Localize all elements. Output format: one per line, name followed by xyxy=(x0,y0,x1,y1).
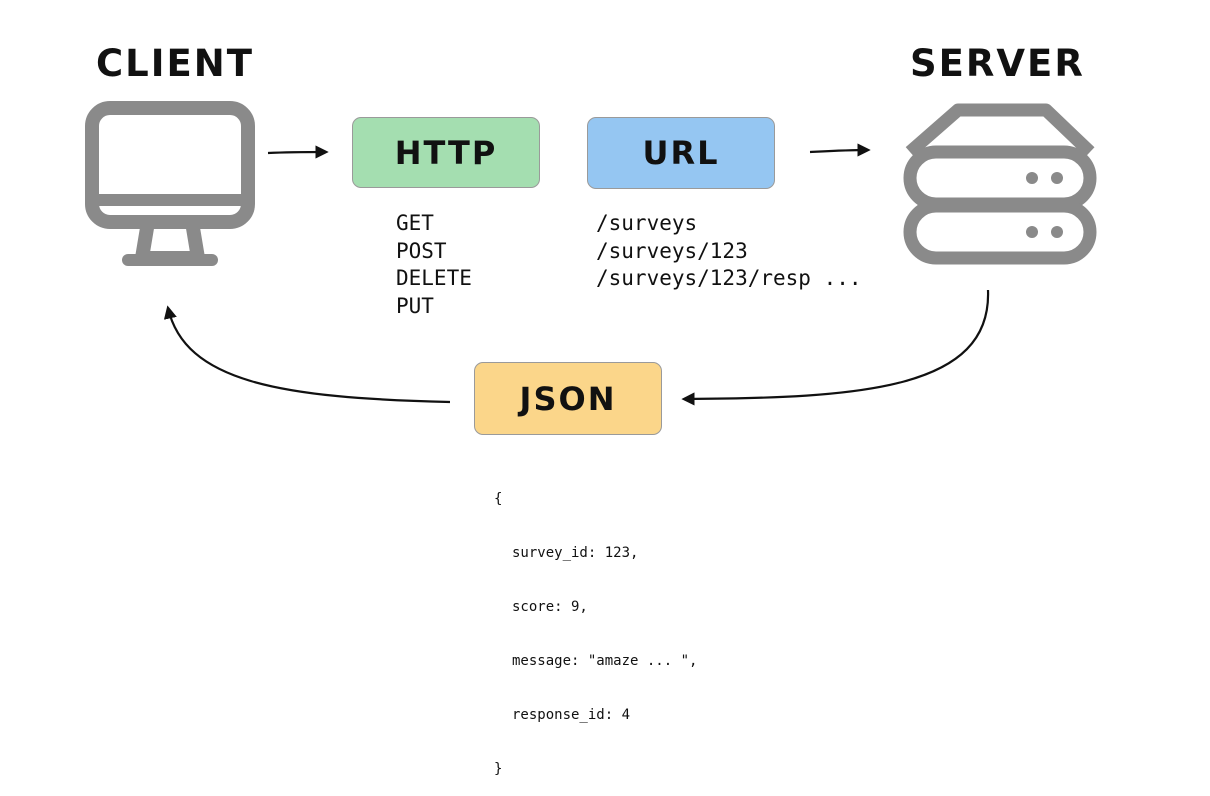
json-line: survey_id: 123, xyxy=(512,545,639,561)
json-example: { survey_id: 123, score: 9, message: "am… xyxy=(494,454,697,796)
url-path: /surveys xyxy=(596,211,698,235)
url-path: /surveys/123 xyxy=(596,238,748,263)
diagram-canvas xyxy=(85,101,1097,406)
json-box: JSON xyxy=(474,362,662,435)
http-method: GET xyxy=(396,211,434,235)
url-path: /surveys/123/resp ... xyxy=(596,266,862,290)
server-title: SERVER xyxy=(910,42,1085,85)
json-line: response_id: 4 xyxy=(512,707,631,723)
arrow-json-to-client xyxy=(163,305,451,404)
http-method: PUT xyxy=(396,293,434,318)
arrow-server-to-json xyxy=(681,289,990,406)
client-title: CLIENT xyxy=(96,42,254,85)
http-method: DELETE xyxy=(396,266,472,290)
arrow-client-to-http xyxy=(267,145,329,159)
http-methods-list: GET POST DELETE PUT xyxy=(396,210,472,320)
server-icon xyxy=(903,103,1097,265)
json-line: message: "amaze ... ", xyxy=(512,653,698,669)
arrow-url-to-server xyxy=(809,143,871,157)
json-open-brace: { xyxy=(494,491,503,507)
json-line: score: 9, xyxy=(512,599,588,615)
http-box: HTTP xyxy=(352,117,540,188)
url-paths-list: /surveys /surveys/123 /surveys/123/resp … xyxy=(596,210,862,293)
monitor-icon xyxy=(85,101,255,266)
url-box: URL xyxy=(587,117,775,189)
json-close-brace: } xyxy=(494,761,503,777)
http-method: POST xyxy=(396,238,447,263)
